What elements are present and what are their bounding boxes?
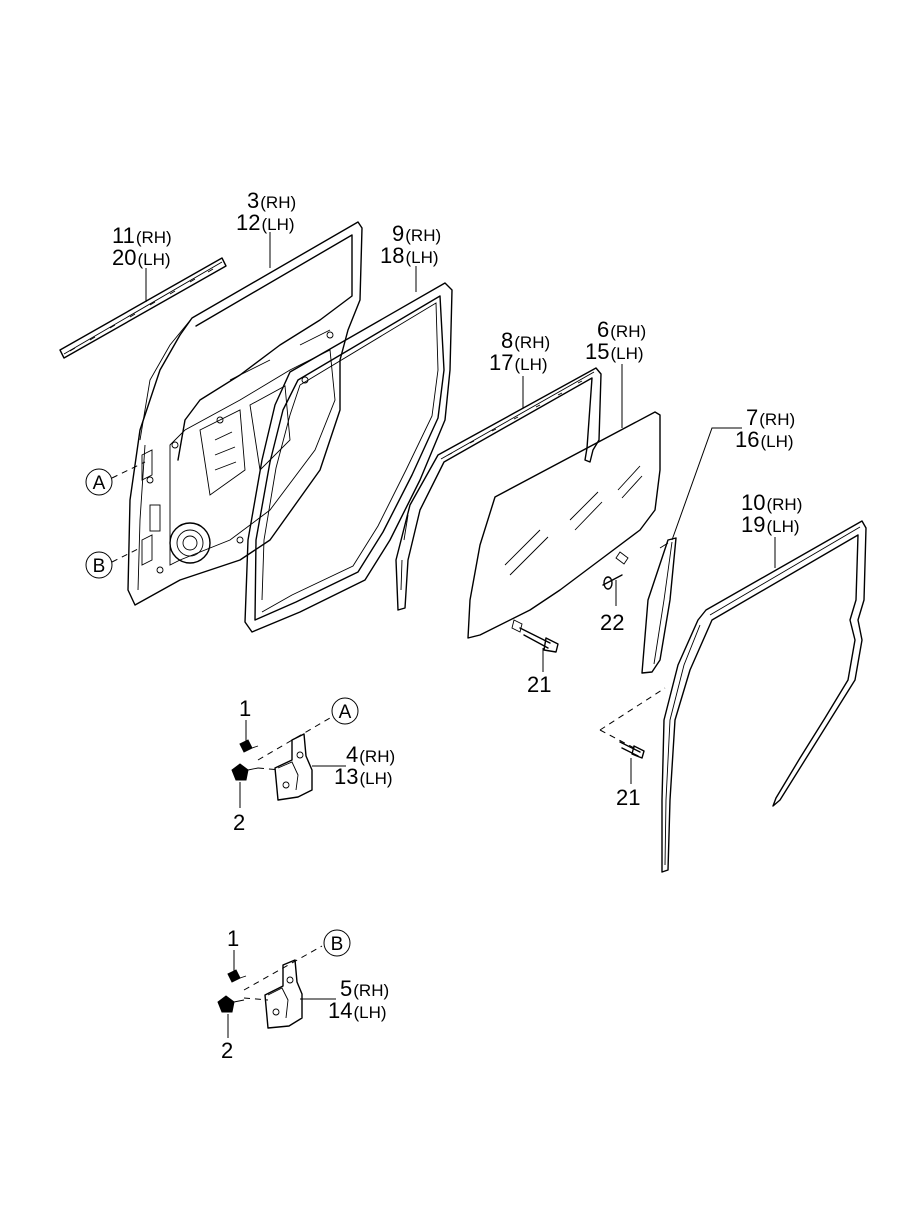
callout-10-19: 10(RH) 19(LH) bbox=[741, 490, 802, 537]
svg-text:17(LH): 17(LH) bbox=[489, 350, 548, 375]
svg-text:18(LH): 18(LH) bbox=[380, 243, 439, 268]
hinge-upper bbox=[231, 717, 331, 801]
callout-4-13: 4(RH) 13(LH) bbox=[334, 742, 395, 789]
svg-text:4(RH): 4(RH) bbox=[346, 742, 395, 767]
callout-7-16: 7(RH) 16(LH) bbox=[735, 405, 795, 452]
leader-lines bbox=[145, 232, 776, 1038]
ref-marker-a-door-text: A bbox=[93, 473, 106, 494]
svg-text:16(LH): 16(LH) bbox=[735, 427, 794, 452]
label-part-22: 22 bbox=[600, 610, 624, 635]
door-glass bbox=[467, 411, 661, 639]
callout-8-17: 8(RH) 17(LH) bbox=[489, 328, 550, 375]
ref-marker-a-hinge-text: A bbox=[339, 702, 352, 723]
bolt-22 bbox=[602, 551, 629, 590]
svg-text:15(LH): 15(LH) bbox=[585, 339, 644, 364]
door-panel bbox=[127, 221, 363, 606]
ref-b-leader bbox=[111, 547, 141, 563]
svg-text:20(LH): 20(LH) bbox=[112, 245, 171, 270]
svg-text:14(LH): 14(LH) bbox=[328, 998, 387, 1023]
bolt-21-channel bbox=[599, 687, 666, 759]
svg-text:5(RH): 5(RH) bbox=[340, 976, 389, 1001]
ref-a-leader bbox=[111, 461, 146, 479]
belt-moulding-strip bbox=[59, 257, 227, 359]
svg-text:9(RH): 9(RH) bbox=[392, 221, 441, 246]
ref-marker-b-door-text: B bbox=[93, 556, 106, 577]
label-part-2-lower: 2 bbox=[221, 1038, 233, 1063]
label-part-1-upper: 1 bbox=[239, 696, 251, 721]
callout-5-14: 5(RH) 14(LH) bbox=[328, 976, 389, 1023]
callout-9-18: 9(RH) 18(LH) bbox=[380, 221, 441, 268]
svg-text:8(RH): 8(RH) bbox=[501, 328, 550, 353]
outer-weatherstrip bbox=[661, 520, 867, 873]
callout-6-15: 6(RH) 15(LH) bbox=[585, 317, 646, 364]
hinge-lower bbox=[217, 945, 323, 1029]
ref-marker-b-door: B bbox=[85, 551, 113, 579]
svg-text:3(RH): 3(RH) bbox=[247, 188, 296, 213]
svg-text:11(RH): 11(RH) bbox=[112, 223, 172, 248]
label-part-1-lower: 1 bbox=[227, 926, 239, 951]
svg-text:7(RH): 7(RH) bbox=[746, 405, 795, 430]
callout-11-20: 11(RH) 20(LH) bbox=[112, 223, 172, 270]
svg-text:13(LH): 13(LH) bbox=[334, 764, 393, 789]
glass-run-channel bbox=[395, 367, 602, 611]
svg-text:6(RH): 6(RH) bbox=[597, 317, 646, 342]
ref-marker-a-hinge: A bbox=[331, 697, 359, 725]
svg-text:19(LH): 19(LH) bbox=[741, 512, 800, 537]
bolt-21-glass bbox=[511, 619, 559, 653]
svg-text:12(LH): 12(LH) bbox=[236, 210, 295, 235]
label-part-21-channel: 21 bbox=[616, 785, 640, 810]
label-part-21-glass: 21 bbox=[527, 672, 551, 697]
ref-marker-a-door: A bbox=[85, 468, 113, 496]
callout-3-12: 3(RH) 12(LH) bbox=[236, 188, 296, 235]
ref-marker-b-hinge-text: B bbox=[331, 934, 344, 955]
rear-glass-channel bbox=[641, 537, 677, 674]
label-part-2-upper: 2 bbox=[233, 810, 245, 835]
ref-marker-b-hinge: B bbox=[323, 929, 351, 957]
svg-text:10(RH): 10(RH) bbox=[741, 490, 802, 515]
door-weatherstrip bbox=[244, 282, 453, 633]
